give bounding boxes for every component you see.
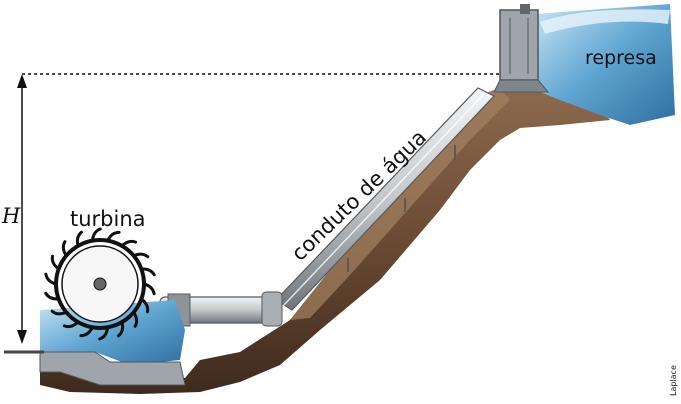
turbine-blade: [44, 291, 61, 301]
dam-wall-icon: [493, 4, 550, 93]
turbine-blade: [44, 272, 58, 286]
turbine-blade: [50, 309, 68, 316]
turbine-blade: [106, 230, 121, 243]
turbine-blade: [98, 325, 110, 341]
turbine-label: turbina: [70, 207, 146, 231]
turbine-blade: [62, 320, 80, 329]
tailrace-channel: [39, 351, 186, 386]
height-label: H: [1, 204, 21, 228]
turbine-blade: [90, 227, 102, 243]
reservoir-foam: [540, 9, 670, 34]
turbine-blade: [132, 252, 150, 259]
double-arrow-icon: [17, 74, 27, 344]
tailrace-water: [40, 300, 185, 365]
reservoir-water: [535, 4, 675, 125]
water-wheel-icon: [44, 227, 156, 341]
dam-label: represa: [585, 47, 657, 69]
turbine-blade: [117, 320, 125, 338]
turbine-blade: [139, 267, 156, 277]
turbine-blade: [142, 282, 156, 296]
turbine-blade: [132, 310, 139, 328]
turbine-blade: [79, 325, 94, 338]
turbine-blade: [50, 254, 61, 271]
hillside-surface: [290, 88, 510, 320]
turbine-blade: [120, 239, 138, 248]
turbine-blade: [75, 230, 83, 248]
hillside-soil: [40, 88, 610, 394]
credit-label: Laplace: [669, 365, 678, 396]
turbine-blade: [61, 240, 68, 258]
turbine-blade: [139, 297, 150, 314]
